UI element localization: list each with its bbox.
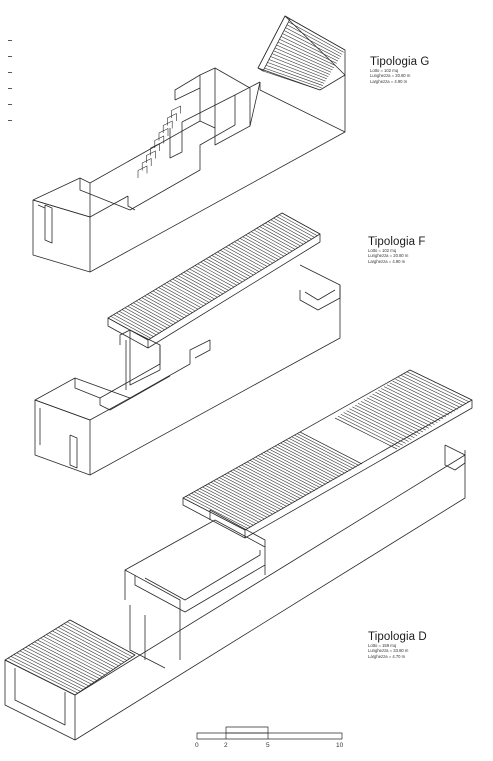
larghezza-d: Larghezza = 4.70 m xyxy=(368,653,406,659)
stair-g xyxy=(137,105,181,178)
label-block-g: Tipologia G Lotto = 102 mq Lunghezza = 2… xyxy=(370,56,429,84)
house-d xyxy=(4,369,473,741)
lunghezza-f: Lunghezza = 20.80 m xyxy=(368,253,409,259)
roof-slats-d xyxy=(4,369,473,696)
title-tipologia-g: Tipologia G xyxy=(370,56,430,68)
scale-label-0: 0 xyxy=(195,742,199,749)
title-tipologia-f: Tipologia F xyxy=(368,236,426,248)
roof-slats-f xyxy=(107,212,321,341)
scale-bar xyxy=(196,726,343,740)
lotto-f: Lotto = 102 mq xyxy=(368,248,397,253)
label-block-d: Tipologia D Lotto = 159 mq Lunghezza = 3… xyxy=(368,631,427,659)
lunghezza-g: Lunghezza = 20.80 m xyxy=(370,73,411,79)
label-block-f: Tipologia F Lotto = 102 mq Lunghezza = 2… xyxy=(368,236,426,264)
margin-ticks xyxy=(8,40,14,130)
lunghezza-d: Lunghezza = 33.80 m xyxy=(368,648,409,654)
lotto-d: Lotto = 159 mq xyxy=(368,643,397,648)
lotto-g: Lotto = 102 mq xyxy=(370,68,399,73)
larghezza-g: Larghezza = 4.90 m xyxy=(370,78,408,84)
title-tipologia-d: Tipologia D xyxy=(368,631,427,643)
house-g xyxy=(32,15,346,273)
scale-label-10: 10 xyxy=(336,742,344,749)
larghezza-f: Larghezza = 4.90 m xyxy=(368,258,406,264)
roof-slats-g xyxy=(262,18,346,91)
scale-label-2: 2 xyxy=(224,742,228,749)
scale-label-5: 5 xyxy=(266,742,270,749)
